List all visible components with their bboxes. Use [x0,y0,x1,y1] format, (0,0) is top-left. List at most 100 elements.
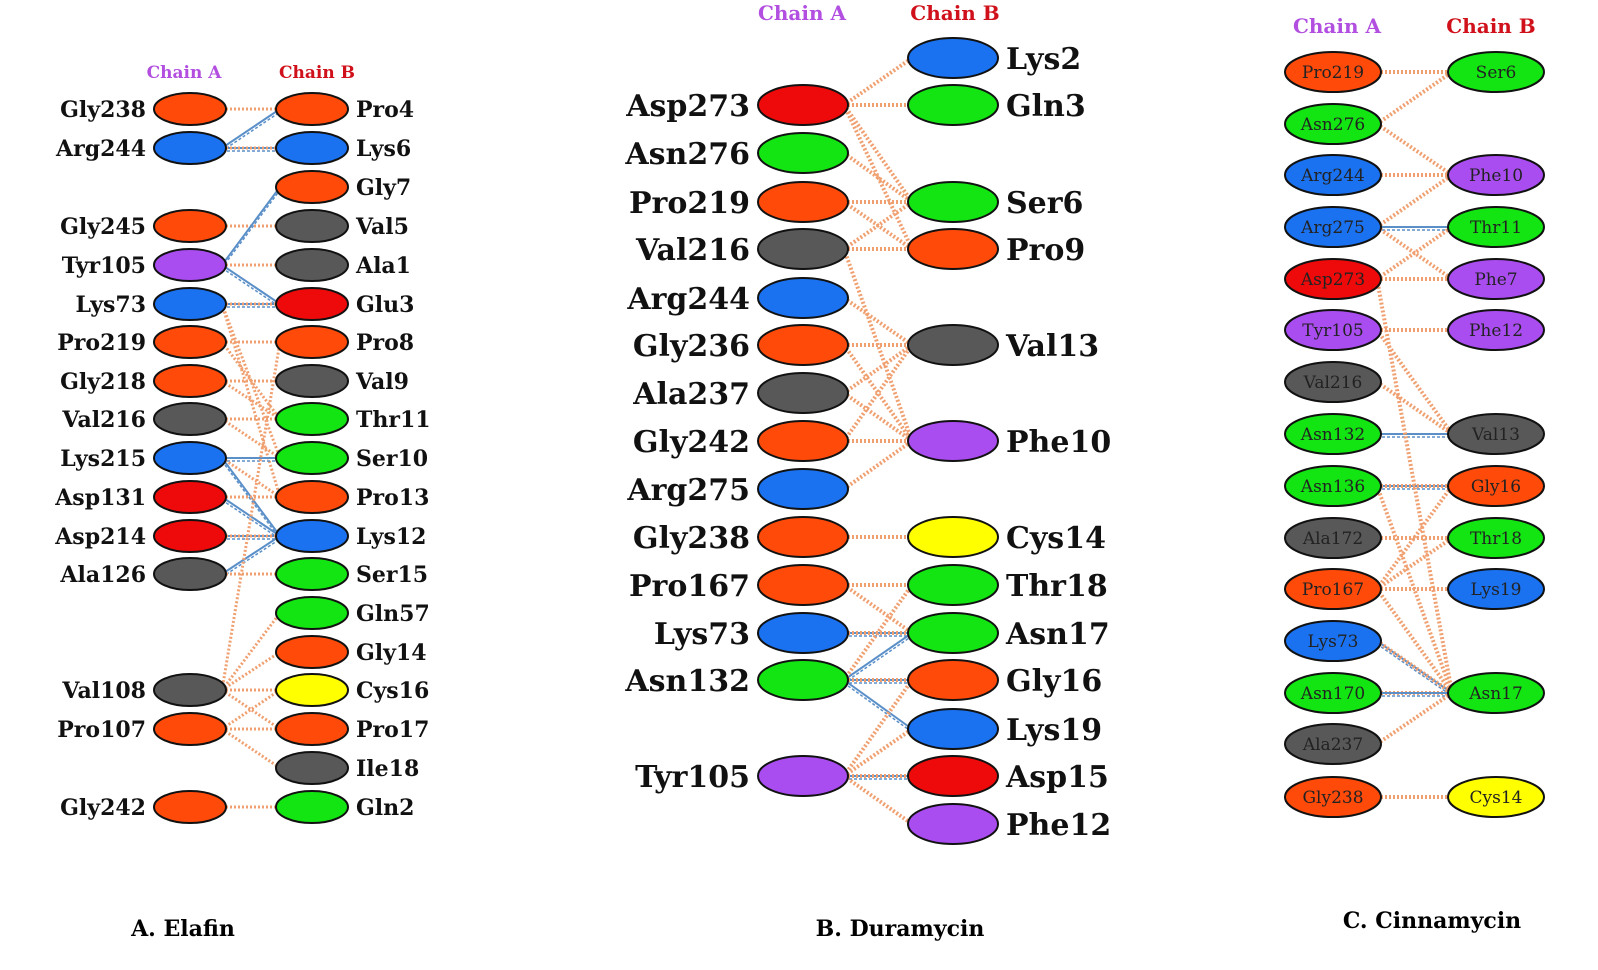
chain-b-residue-label: Phe10 [1006,425,1111,460]
chain-a-residue-label: Tyr105 [1302,321,1364,341]
chain-a-node-asp273 [1284,258,1382,300]
chain-a-residue-label: Arg244 [55,136,146,162]
chain-b-node-phe10 [1447,154,1545,196]
chain-b-node-phe12 [1447,309,1545,351]
contact-link-val108-gly14 [221,650,281,692]
hbond-link-asp131-lys12 [221,496,281,537]
hbond-link-secondary-tyr105-glu3 [221,267,281,308]
chain-b-residue-label: Pro9 [1006,233,1085,268]
contact-link-tyr105-phe12 [842,774,914,826]
chain-b-residue-label: Gly16 [1471,477,1521,497]
chain-b-residue-label: Gln3 [1006,89,1086,124]
chain-b-residue-label: Phe10 [1469,166,1523,186]
chain-b-residue-label: Thr11 [1470,218,1522,238]
chain-a-residue-label: Gly242 [60,795,146,821]
chain-a-node-pro219 [1284,51,1382,93]
chain-b-node-val9 [275,364,349,398]
chain-a-node-pro107 [153,712,227,746]
chain-a-residue-label: Lys215 [60,446,146,472]
chain-b-node-gly7 [275,170,349,204]
chain-b-residue-label: Thr11 [356,407,431,433]
chain-a-node-pro167 [1284,568,1382,610]
chain-a-residue-label: Pro219 [57,330,146,356]
chain-a-residue-label: Arg275 [626,473,750,508]
chain-b-node-gln3 [907,84,999,126]
chain-a-residue-label: Asn136 [1300,477,1365,497]
chain-b-node-asn17 [907,612,999,654]
chain-b-node-pro8 [275,325,349,359]
chain-b-node-gln57 [275,596,349,630]
chain-b-node-asn17 [1447,672,1545,714]
chain-a-header: Chain A [147,63,223,83]
panel-caption: A. Elafin [130,916,235,942]
contact-link-arg275-phe10 [842,439,914,491]
chain-b-node-lys2 [907,37,999,79]
contact-link-pro107-cys16 [221,688,281,731]
hbond-link-secondary-lys215-lys12 [221,460,281,540]
chain-a-residue-label: Val216 [635,233,750,268]
chain-b-residue-label: Thr18 [1470,529,1522,549]
contact-link-tyr105-lys19 [842,727,914,778]
chain-a-residue-label: Arg244 [1300,166,1365,186]
hbond-link-secondary-asn132-asn17 [843,635,913,684]
contact-link-pro107-ile18 [221,727,281,770]
chain-b-residue-label: Ile18 [356,756,419,782]
chain-b-residue-label: Gln57 [356,601,430,627]
contact-link-asp273-ser6 [842,103,914,204]
chain-b-node-glu3 [275,287,349,321]
chain-b-residue-label: Pro17 [356,717,429,743]
chain-a-residue-label: Pro219 [1302,63,1364,83]
chain-b-residue-label: Lys19 [1471,580,1522,600]
chain-b-node-lys6 [275,131,349,165]
chain-a-residue-label: Arg275 [1300,218,1365,238]
chain-b-node-pro13 [275,480,349,514]
chain-a-node-ala172 [1284,517,1382,559]
chain-a-node-val216 [757,228,849,270]
chain-a-node-lys73 [1284,620,1382,662]
chain-b-residue-label: Ser6 [1006,186,1083,221]
chain-b-node-cys14 [1447,776,1545,818]
chain-b-node-lys12 [275,519,349,553]
chain-b-residue-label: Gln2 [356,795,414,821]
chain-a-node-val108 [153,673,227,707]
chain-a-node-gly218 [153,364,227,398]
chain-a-header: Chain A [1293,14,1382,38]
chain-b-residue-label: Pro8 [356,330,414,356]
contact-link-arg275-phe10 [1375,173,1454,229]
chain-a-node-asn170 [1284,672,1382,714]
chain-a-residue-label: Asn132 [1300,425,1365,445]
chain-b-residue-label: Cys16 [356,678,429,704]
hbond-link-secondary-asp131-lys12 [221,499,281,540]
chain-b-node-val13 [907,324,999,366]
chain-b-node-lys19 [907,708,999,750]
contact-link-asp273-pro9 [842,104,914,250]
chain-b-residue-label: Phe12 [1006,808,1111,843]
chain-b-residue-label: Val5 [355,214,409,240]
chain-b-node-phe7 [1447,258,1545,300]
contact-link-pro167-gly16 [1375,484,1454,591]
chain-a-node-asp214 [153,519,227,553]
chain-b-node-pro9 [907,228,999,270]
chain-a-residue-label: Ala172 [1302,529,1363,549]
chain-b-residue-label: Asn17 [1005,617,1110,652]
chain-a-node-gly236 [757,324,849,366]
chain-b-node-ile18 [275,751,349,785]
chain-a-node-pro219 [757,181,849,223]
chain-a-residue-label: Tyr105 [62,253,146,279]
chain-a-residue-label: Asp131 [54,485,146,511]
chain-b-residue-label: Ser10 [356,446,428,472]
contact-link-asn276-phe10 [1375,122,1454,177]
contact-link-ala237-asn17 [1375,691,1454,746]
chain-b-node-ser10 [275,441,349,475]
chain-b-residue-label: Lys6 [356,136,411,162]
interaction-links [220,56,1454,826]
chain-a-residue-label: Asp273 [625,89,750,124]
contact-link-val216-ser6 [842,200,914,251]
chain-a-residue-label: Val216 [1303,373,1363,393]
chain-b-node-val5 [275,209,349,243]
chain-a-residue-label: Gly238 [60,97,146,123]
chain-b-node-gly14 [275,635,349,669]
hbond-link-secondary-arg244-pro4 [221,111,281,152]
chain-a-residue-label: Val216 [61,407,146,433]
